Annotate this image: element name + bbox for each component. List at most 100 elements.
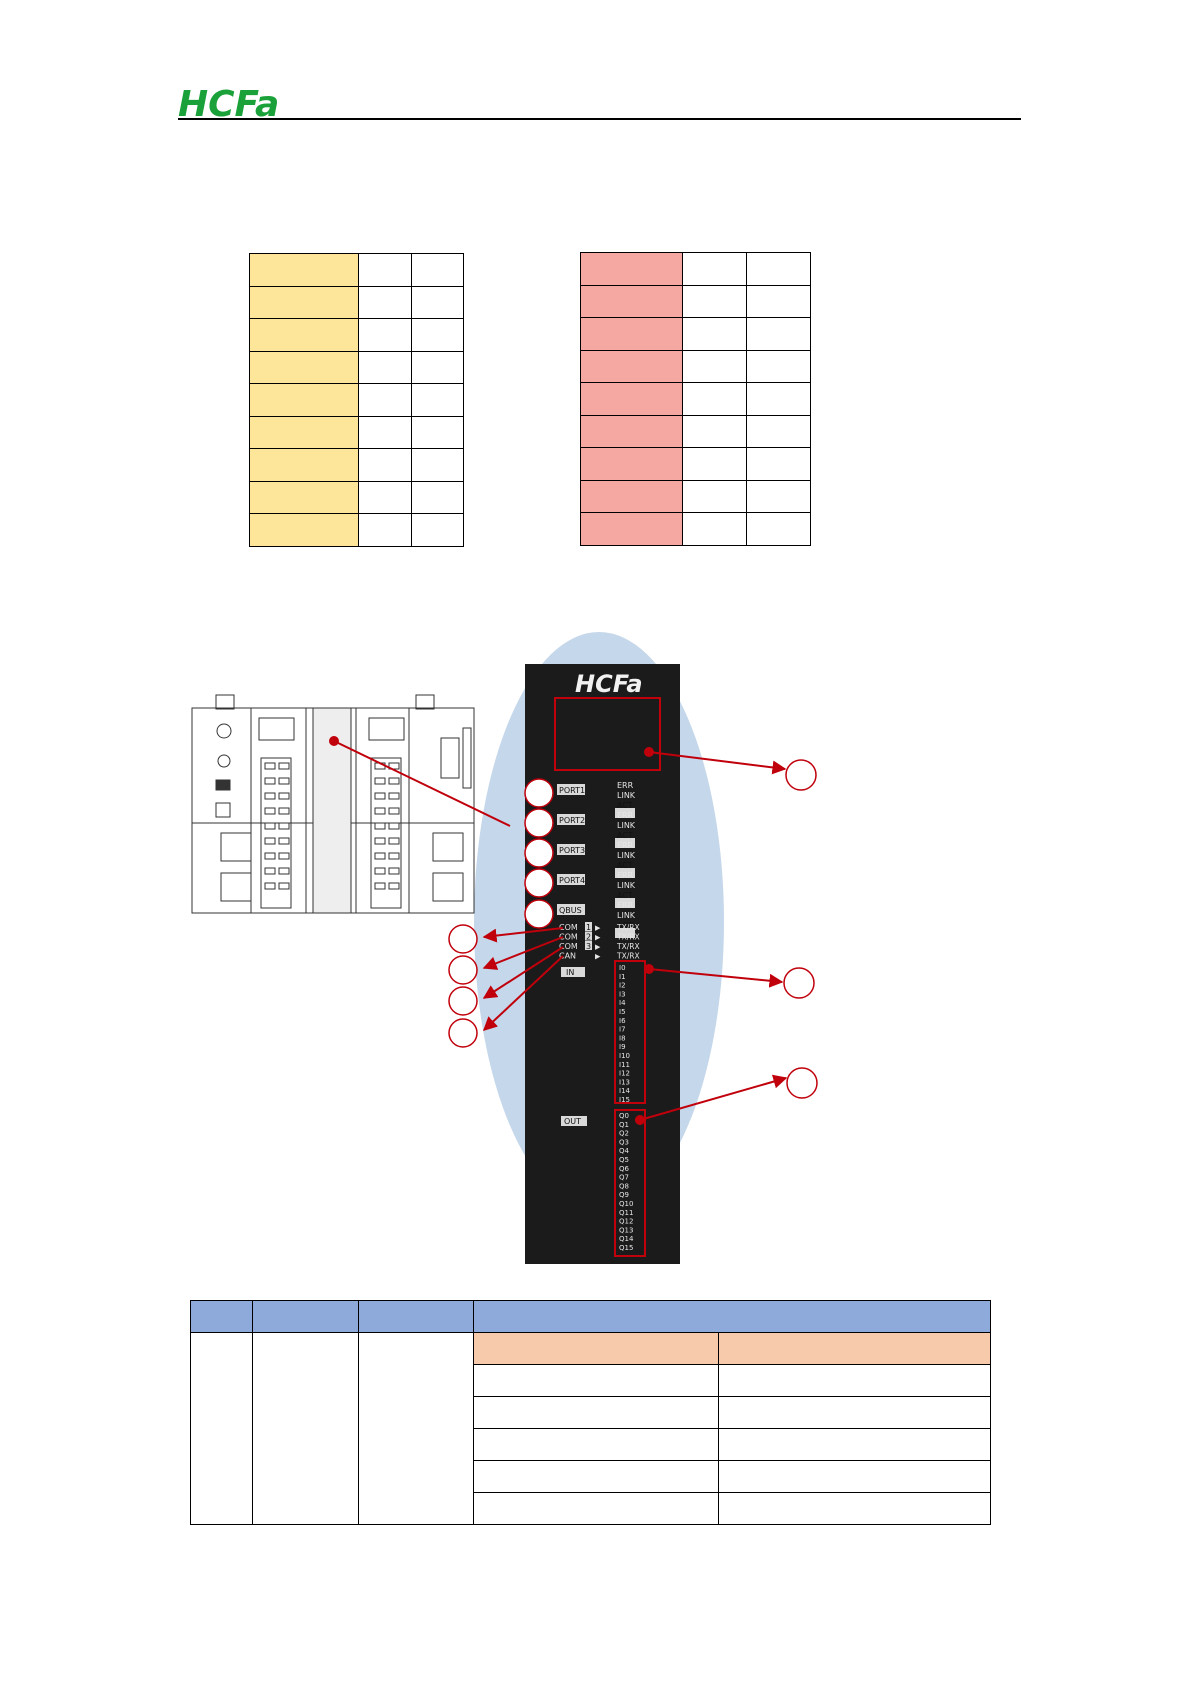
input-led-9: I9	[619, 1043, 626, 1051]
table-row	[580, 284, 811, 318]
table-row	[249, 253, 464, 287]
input-led-8: I8	[619, 1034, 626, 1042]
port-label-bg	[557, 904, 585, 915]
output-led-12: Q12	[619, 1218, 633, 1226]
input-led-6: I6	[619, 1017, 626, 1025]
port-led-label: ACT	[617, 891, 633, 900]
display-window	[554, 697, 661, 771]
act-bg	[615, 898, 635, 908]
port-label-1: PORT2	[559, 816, 585, 825]
input-led-12: I12	[619, 1070, 630, 1078]
in-label-bg	[561, 967, 585, 977]
callout-circle-outputs	[786, 1067, 818, 1099]
port-led-label: ERR	[617, 781, 634, 790]
table-row	[249, 318, 464, 352]
header-cell	[190, 1300, 253, 1333]
output-led-0: Q0	[619, 1112, 629, 1120]
out-label: OUT	[564, 1117, 581, 1126]
red-table	[580, 252, 811, 546]
out-label-bg	[561, 1116, 587, 1126]
callout-circle-com2	[448, 955, 478, 985]
callout-circle-can	[448, 1018, 478, 1048]
table-row	[249, 383, 464, 417]
com-label-0: COM	[559, 923, 578, 932]
header-cell	[358, 1300, 474, 1333]
table-row	[191, 1364, 991, 1397]
com-arrow: ▶	[595, 924, 601, 932]
port-label-bg	[557, 874, 585, 885]
yellow-table	[249, 253, 464, 547]
output-led-4: Q4	[619, 1147, 630, 1155]
panel-logo: HCFa	[575, 670, 643, 698]
com-number-bg	[585, 941, 592, 950]
port-led-label: LINK	[617, 911, 636, 920]
output-led-14: Q14	[619, 1235, 634, 1243]
com-label-2: COM	[559, 942, 578, 951]
output-led-7: Q7	[619, 1174, 629, 1182]
com-number-0: 1	[586, 923, 591, 932]
plc-device-drawing	[191, 683, 475, 916]
table-row	[191, 1492, 991, 1525]
input-led-10: I10	[619, 1052, 630, 1060]
table-row	[190, 1332, 991, 1525]
port-led-label: ERR	[617, 901, 634, 910]
port-label-3: PORT4	[559, 876, 585, 885]
table-header-row	[190, 1300, 991, 1333]
table-row	[249, 350, 464, 384]
output-led-15: Q15	[619, 1244, 633, 1252]
com-label-3: CAN	[559, 952, 576, 961]
com-number-1: 2	[586, 933, 591, 942]
table-row	[249, 513, 464, 547]
act-bg	[615, 838, 635, 848]
input-led-2: I2	[619, 982, 626, 990]
port-label-bg	[557, 844, 585, 855]
com-led-label-1: TX/RX	[616, 933, 640, 942]
output-led-13: Q13	[619, 1226, 633, 1234]
callout-circle-inputs	[783, 967, 815, 999]
table-row	[580, 512, 811, 546]
com-led-label-2: TX/RX	[616, 942, 640, 951]
port-led-label: LINK	[617, 881, 636, 890]
callout-circle-com1	[448, 924, 478, 954]
input-led-5: I5	[619, 1008, 626, 1016]
port-led-label: ERR	[617, 871, 634, 880]
port-label-2: PORT3	[559, 846, 585, 855]
com-arrow: ▶	[595, 953, 601, 961]
port-led-label: ACT	[617, 831, 633, 840]
input-led-13: I13	[619, 1078, 630, 1086]
header-cell	[252, 1300, 359, 1333]
port-led-label: LINK	[617, 821, 636, 830]
port-led-label: ACT	[617, 921, 633, 930]
output-highlight-box	[614, 1109, 646, 1257]
table-row	[249, 415, 464, 449]
port-label-bg	[557, 814, 585, 825]
table-row	[191, 1396, 991, 1429]
input-led-0: I0	[619, 964, 626, 972]
port-led-label: ACT	[617, 801, 633, 810]
header-rule	[178, 118, 1021, 120]
output-led-8: Q8	[619, 1182, 629, 1190]
table-row	[249, 448, 464, 482]
output-led-11: Q11	[619, 1209, 633, 1217]
table-row	[580, 317, 811, 351]
table-row	[580, 479, 811, 513]
output-led-6: Q6	[619, 1165, 630, 1173]
table-row	[580, 382, 811, 416]
output-led-9: Q9	[619, 1191, 629, 1199]
com-arrow: ▶	[595, 943, 601, 951]
callout-circle-com3	[448, 986, 478, 1016]
input-highlight-box	[614, 960, 646, 1104]
com-led-label-3: TX/RX	[616, 952, 640, 961]
input-led-11: I11	[619, 1061, 630, 1069]
port-group: PORT1ERRLINKACTPORT2ERRLINKACTPORT3ERRLI…	[557, 781, 636, 938]
input-led-4: I4	[619, 999, 626, 1007]
com-number-2: 3	[586, 942, 591, 951]
output-led-5: Q5	[619, 1156, 629, 1164]
output-led-2: Q2	[619, 1130, 629, 1138]
input-led-14: I14	[619, 1087, 631, 1095]
act-bg	[615, 808, 635, 818]
port-label-0: PORT1	[559, 786, 585, 795]
